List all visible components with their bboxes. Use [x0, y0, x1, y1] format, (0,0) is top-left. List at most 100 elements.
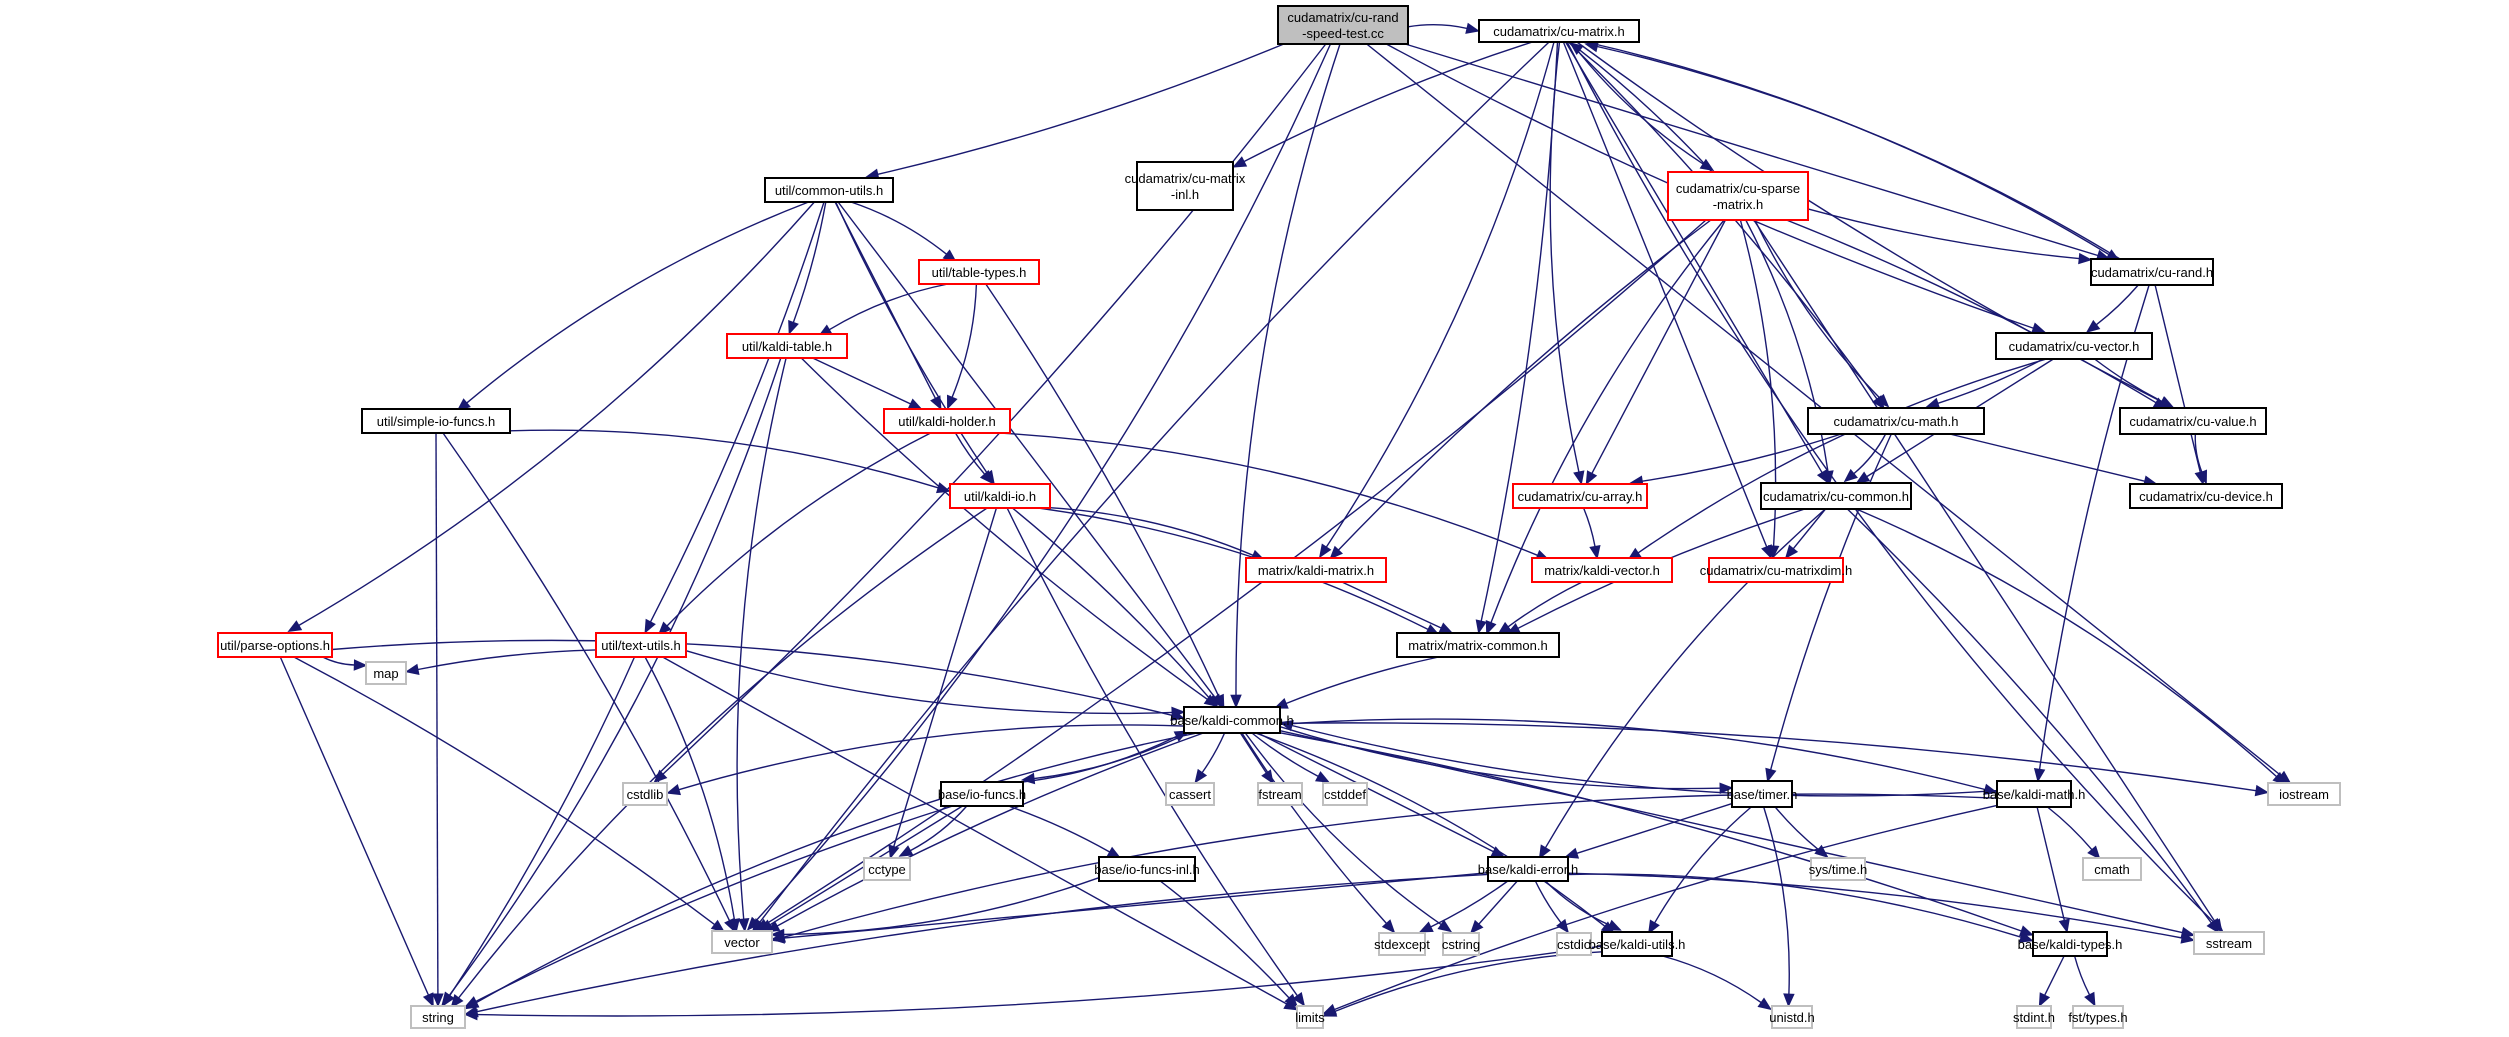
- node-cu-value[interactable]: cudamatrix/cu-value.h: [2119, 407, 2267, 435]
- edge-kaldi_math-to-limits: [1322, 804, 1998, 1015]
- node-kaldi-vector[interactable]: matrix/kaldi-vector.h: [1531, 557, 1673, 583]
- edge-line: [678, 724, 1185, 791]
- edge-cu_rand-to-cu_matrix: [1584, 40, 2121, 260]
- arrowhead-icon: [1205, 694, 1219, 709]
- edge-line: [1792, 508, 1827, 550]
- node-box: [1487, 856, 1569, 882]
- node-table-types[interactable]: util/table-types.h: [918, 259, 1040, 285]
- edge-line: [1534, 880, 1562, 924]
- node-box: [2032, 931, 2108, 957]
- node-matrix-common[interactable]: matrix/matrix-common.h: [1396, 632, 1560, 658]
- node-io-funcs[interactable]: base/io-funcs.h: [938, 781, 1026, 807]
- node-label: cmath: [2094, 862, 2129, 877]
- arrowhead-icon: [1485, 620, 1497, 636]
- edge-line: [792, 201, 827, 323]
- edge-line: [435, 432, 439, 995]
- edge-common_utils-to-simple_io: [456, 201, 809, 412]
- node-box: [1995, 332, 2153, 360]
- node-box: [365, 661, 407, 685]
- edge-kaldi_utils-to-unistd: [1662, 955, 1772, 1011]
- arrowhead-icon: [353, 659, 368, 671]
- arrowhead-icon: [1418, 921, 1434, 933]
- edge-line: [800, 357, 1208, 700]
- node-simple-io[interactable]: util/simple-io-funcs.h: [361, 408, 511, 434]
- arrowhead-icon: [1284, 993, 1299, 1008]
- edge-line: [1334, 951, 1603, 1013]
- node-text-utils[interactable]: util/text-utils.h: [595, 632, 687, 658]
- arrowhead-icon: [1329, 545, 1343, 560]
- arrowhead-icon: [1767, 545, 1780, 560]
- node-label: cudamatrix/cu-value.h: [2129, 414, 2256, 429]
- edge-kaldi_common-to-stdexcept: [1241, 732, 1396, 934]
- edge-simple_io-to-vector: [442, 432, 736, 933]
- node-root[interactable]: cudamatrix/cu-rand-speed-test.cc: [1277, 5, 1409, 45]
- node-kaldi-matrix[interactable]: matrix/kaldi-matrix.h: [1245, 557, 1387, 583]
- node-box: [863, 857, 911, 881]
- node-kaldi-table[interactable]: util/kaldi-table.h: [726, 333, 848, 359]
- edge-kaldi_error-to-cstring: [1469, 880, 1518, 934]
- arrowhead-icon: [1573, 470, 1585, 486]
- edge-line: [1404, 43, 2099, 257]
- node-label: util/text-utils.h: [601, 638, 680, 653]
- node-box: [1165, 782, 1215, 806]
- node-label: -inl.h: [1171, 187, 1199, 202]
- node-cu-rand[interactable]: cudamatrix/cu-rand.h: [2090, 258, 2214, 286]
- edge-kaldi_holder-to-kaldi_io: [954, 432, 994, 485]
- edge-io_funcs-to-cctype: [898, 805, 968, 857]
- arrowhead-icon: [463, 1008, 478, 1021]
- edge-line: [1407, 24, 1468, 30]
- edge-line: [828, 283, 949, 331]
- edge-table_types-to-kaldi_common: [985, 283, 1225, 709]
- node-kaldi-error[interactable]: base/kaldi-error.h: [1478, 856, 1578, 882]
- node-cu-vector[interactable]: cudamatrix/cu-vector.h: [1995, 332, 2153, 360]
- arrowhead-icon: [1699, 158, 1715, 172]
- edge-line: [1008, 805, 1111, 853]
- edge-line: [1786, 219, 2157, 404]
- node-cu-device[interactable]: cudamatrix/cu-device.h: [2129, 483, 2283, 509]
- node-common-utils[interactable]: util/common-utils.h: [764, 177, 894, 203]
- node-box: [949, 483, 1051, 509]
- node-parse-options[interactable]: util/parse-options.h: [217, 632, 333, 658]
- arrowhead-icon: [1855, 471, 1871, 484]
- edge-line: [1241, 732, 1387, 924]
- node-kaldi-common[interactable]: base/kaldi-common.h: [1170, 706, 1294, 734]
- node-cu-matrixdim[interactable]: cudamatrix/cu-matrixdim.h: [1700, 557, 1852, 583]
- node-box: [726, 333, 848, 359]
- node-kaldi-holder[interactable]: util/kaldi-holder.h: [883, 408, 1011, 434]
- edge-line: [837, 201, 1216, 698]
- edge-line: [1337, 219, 1712, 551]
- edge-kaldi_error-to-string: [463, 873, 1489, 1018]
- arrowhead-icon: [442, 991, 455, 1007]
- node-cu-matrix[interactable]: cudamatrix/cu-matrix.h: [1478, 19, 1640, 43]
- node-cu-math[interactable]: cudamatrix/cu-math.h: [1807, 407, 1985, 435]
- edge-line: [1763, 806, 1790, 995]
- edge-line: [1585, 41, 2110, 256]
- arrowhead-icon: [1315, 771, 1330, 783]
- node-cu-array[interactable]: cudamatrix/cu-array.h: [1512, 483, 1648, 509]
- node-cu-sparse[interactable]: cudamatrix/cu-sparse-matrix.h: [1667, 171, 1809, 221]
- node-kaldi-types[interactable]: base/kaldi-types.h: [2018, 931, 2123, 957]
- node-kaldi-io[interactable]: util/kaldi-io.h: [949, 483, 1051, 509]
- node-box: [361, 408, 511, 434]
- edge-cu_matrix-to-matrix_common: [1475, 41, 1559, 635]
- edge-kaldi_common-to-cstddef: [1251, 732, 1330, 783]
- node-cu-common[interactable]: cudamatrix/cu-common.h: [1760, 482, 1912, 510]
- arrowhead-icon: [422, 992, 434, 1008]
- edge-line: [475, 805, 953, 1003]
- node-cctype: cctype: [863, 857, 911, 881]
- node-kaldi-utils[interactable]: base/kaldi-utils.h: [1589, 931, 1686, 957]
- node-kaldi-math[interactable]: base/kaldi-math.h: [1983, 780, 2086, 808]
- edge-text_utils-to-kaldi_common: [685, 650, 1186, 719]
- edge-cu_matrix-to-cu_matrix_inl: [1232, 41, 1533, 168]
- edge-kaldi_error-to-sstream: [1567, 872, 2196, 944]
- node-io-funcs-inl[interactable]: base/io-funcs-inl.h: [1094, 856, 1200, 882]
- node-cu-matrix-inl[interactable]: cudamatrix/cu-matrix-inl.h: [1125, 161, 1246, 211]
- edge-kaldi_common-to-iostream: [1279, 722, 2270, 797]
- arrowhead-icon: [1381, 919, 1396, 934]
- node-timer[interactable]: base/timer.h: [1727, 780, 1798, 808]
- edge-line: [1159, 880, 1290, 999]
- edge-kaldi_table-to-string: [441, 357, 782, 1007]
- node-box: [1531, 557, 1673, 583]
- edge-kaldi_io-to-limits: [1006, 507, 1306, 1007]
